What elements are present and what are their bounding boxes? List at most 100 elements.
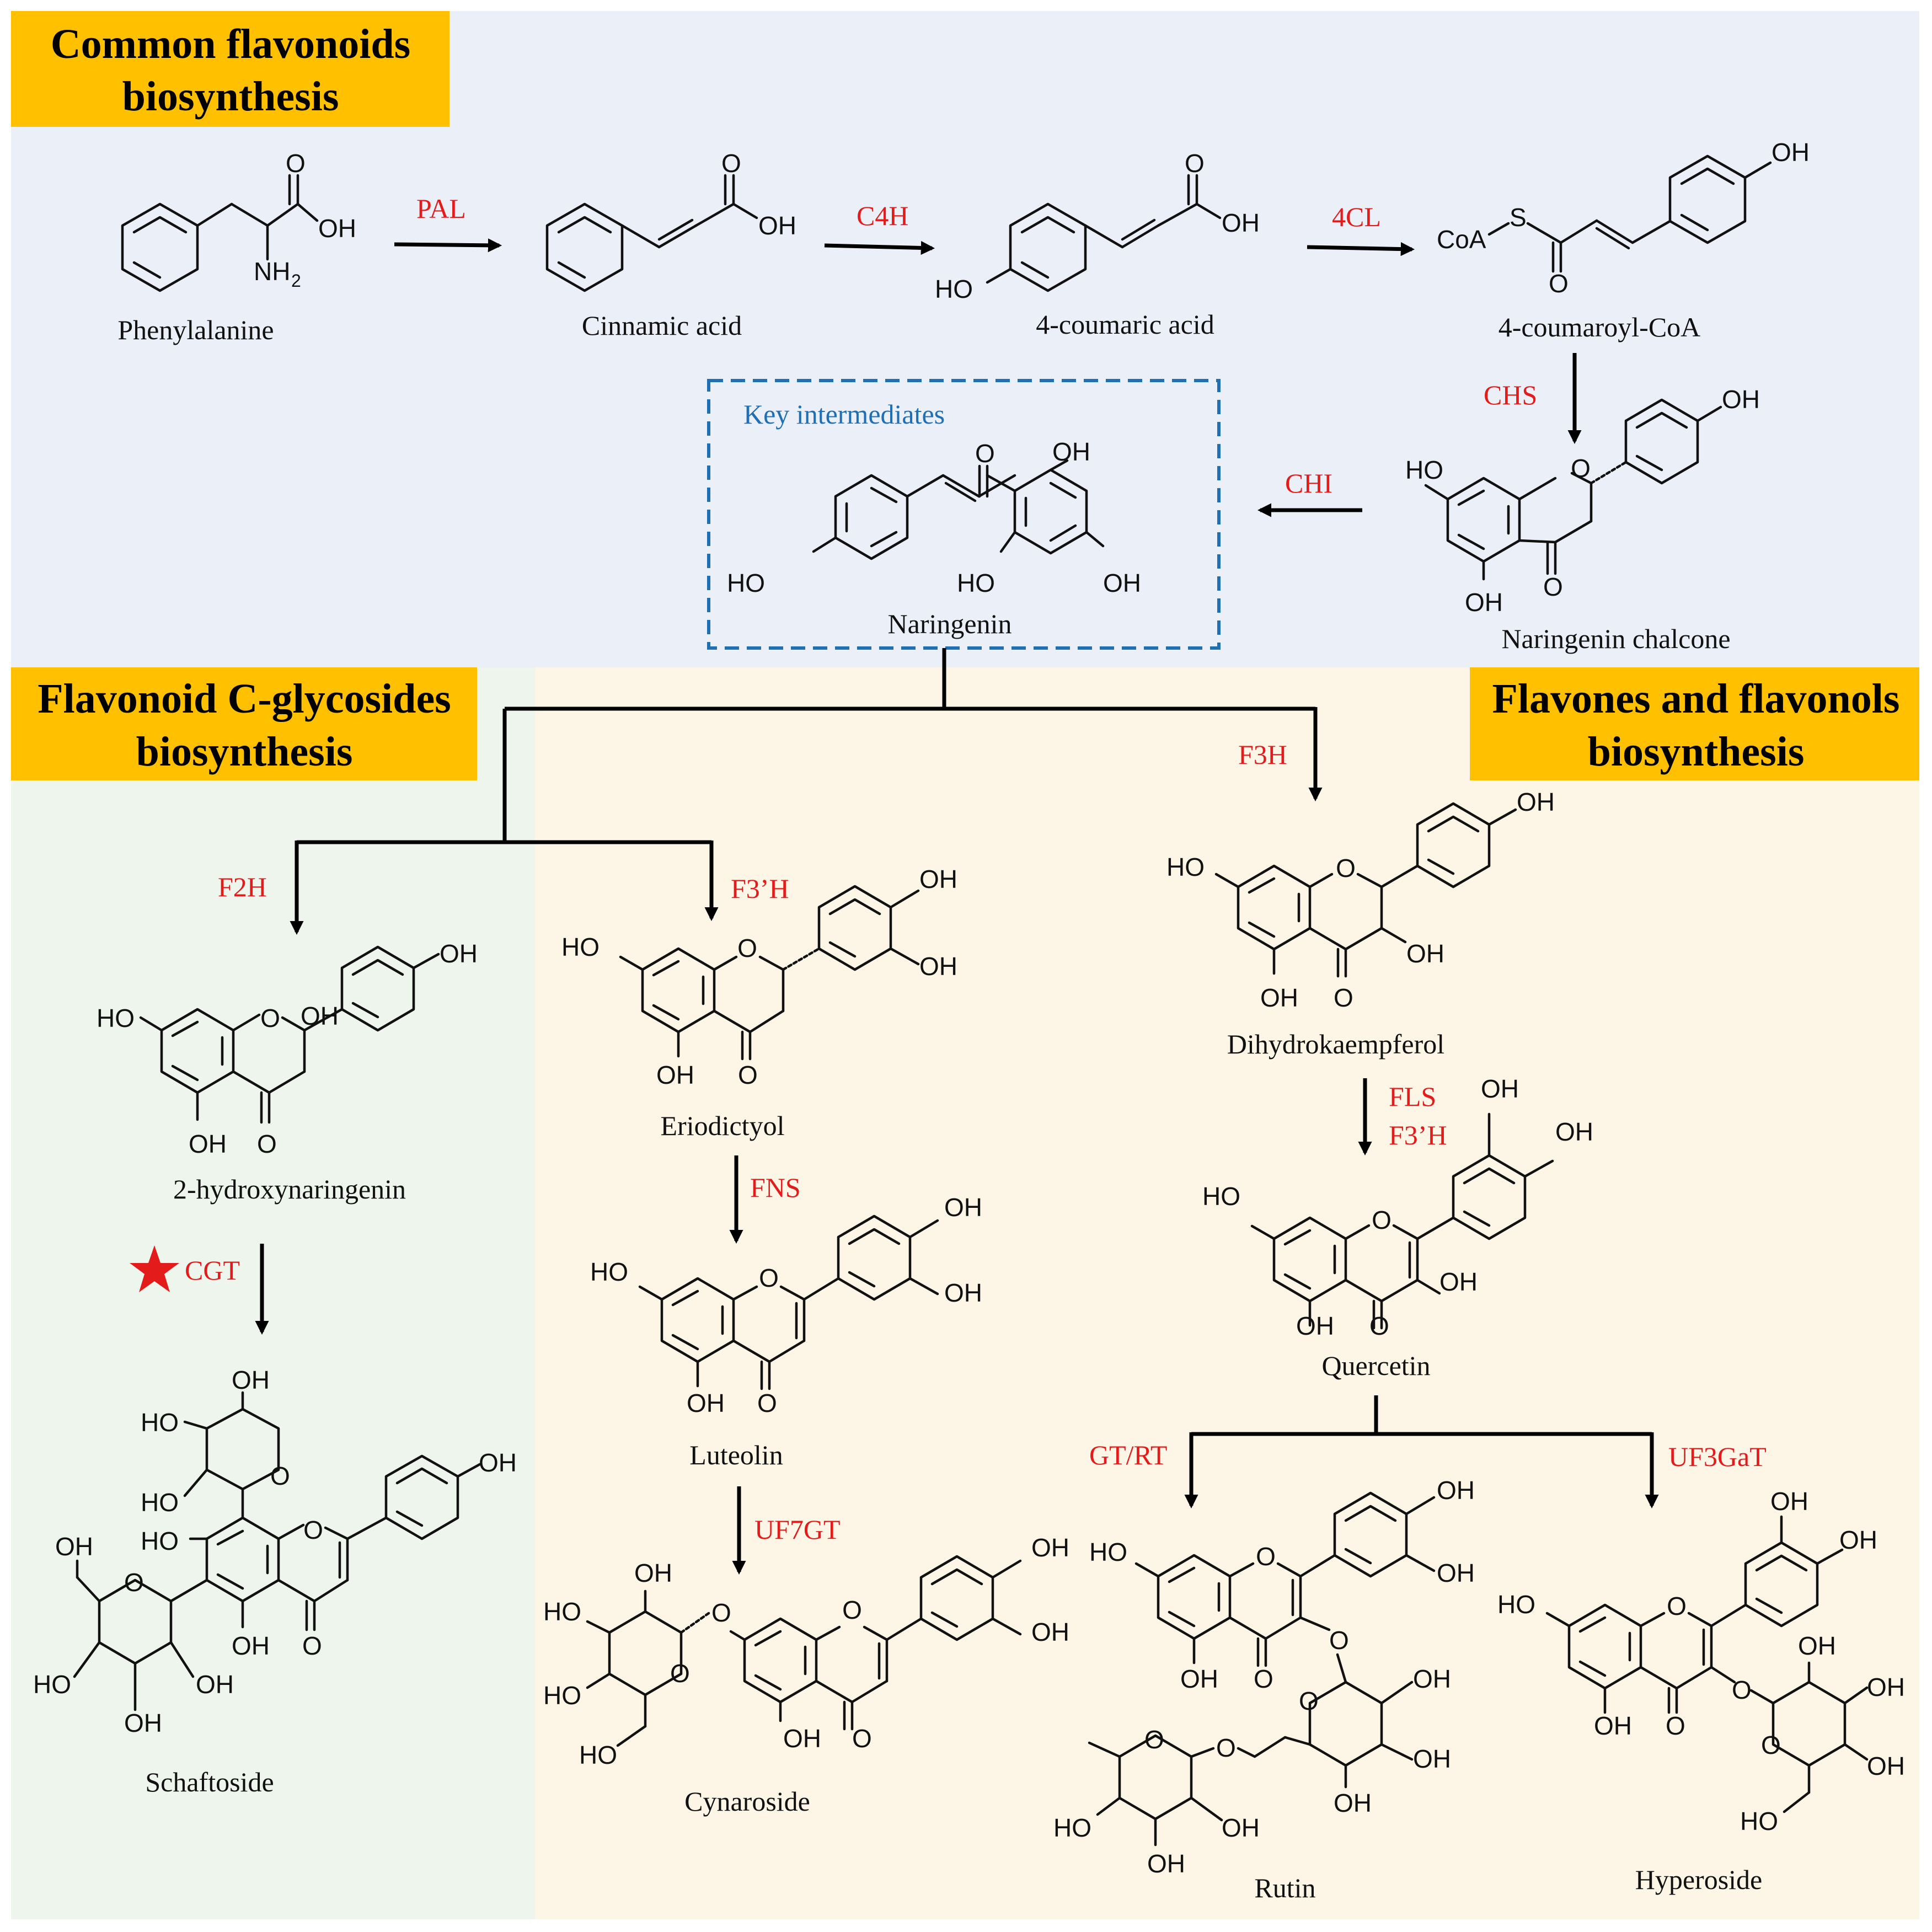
- compound-dihydrokaempferol: Dihydrokaempferol: [1227, 1029, 1444, 1059]
- atom-label: HO: [141, 1408, 179, 1437]
- flavones-flavonols-band: [535, 667, 1919, 1919]
- atom-label: OH: [1437, 1476, 1475, 1505]
- atom-label: O: [303, 1516, 323, 1544]
- c-glycosides-band: [11, 667, 535, 1919]
- compound-phenylalanine: Phenylalanine: [117, 314, 274, 345]
- compound-naringenin-chalcone: Naringenin chalcone: [1501, 623, 1730, 654]
- atom-label: HO: [141, 1527, 179, 1555]
- arrow-4cl: [1307, 242, 1415, 256]
- atom-label: OH: [1260, 983, 1298, 1012]
- atom-label: O: [1761, 1731, 1781, 1759]
- atom-label: CoA: [1437, 225, 1486, 254]
- atom-label: HO: [590, 1257, 628, 1286]
- atom-label: O: [1666, 1711, 1685, 1740]
- atom-label: HO: [561, 933, 600, 961]
- atom-label: HO: [1497, 1590, 1535, 1619]
- compound-luteolin: Luteolin: [689, 1439, 783, 1470]
- header-common: Common flavonoids biosynthesis: [11, 11, 449, 127]
- atom-label: O: [257, 1130, 277, 1158]
- red-star-icon: [130, 1245, 179, 1292]
- atom-label: O: [1334, 983, 1353, 1012]
- coumaroyl-coa-structure: CoA S O OH: [1437, 138, 1810, 298]
- atom-label: O: [737, 934, 757, 962]
- atom-label: HO: [1405, 456, 1443, 484]
- atom-label: HO: [543, 1597, 581, 1626]
- atom-label: OH: [196, 1670, 234, 1699]
- atom-label: OH: [687, 1389, 725, 1417]
- atom-label: OH: [301, 1002, 339, 1030]
- atom-label: O: [1372, 1206, 1392, 1234]
- atom-label: OH: [783, 1724, 821, 1753]
- atom-label: O: [1216, 1733, 1236, 1762]
- atom-label: OH: [1103, 569, 1141, 597]
- atom-label: HO: [1089, 1538, 1127, 1566]
- atom-label: OH: [656, 1061, 694, 1089]
- atom-label: O: [1667, 1592, 1687, 1620]
- enzyme-cgt: CGT: [185, 1255, 240, 1286]
- atom-label: OH: [919, 952, 957, 981]
- atom-label: O: [1144, 1725, 1164, 1754]
- compound-coumaroyl-coa: 4-coumaroyl-CoA: [1498, 312, 1701, 342]
- atom-label: OH: [1413, 1665, 1451, 1693]
- header-common-line1: Common flavonoids: [51, 21, 410, 67]
- enzyme-uf3gat: UF3GaT: [1668, 1441, 1767, 1472]
- arrow-pal: [394, 238, 502, 253]
- atom-label: HO: [579, 1741, 617, 1769]
- atom-label: HO: [543, 1681, 581, 1710]
- atom-label: OH: [758, 211, 796, 240]
- enzyme-f3h: F3H: [1238, 739, 1287, 770]
- header-c-glycosides: Flavonoid C-glycosides biosynthesis: [11, 667, 477, 780]
- hyperoside-structure: O OH OH O OH HO O O OH OH OH HO: [1497, 1487, 1905, 1835]
- atom-label: OH: [944, 1193, 982, 1222]
- compound-hyperoside: Hyperoside: [1635, 1864, 1763, 1895]
- atom-label: OH: [1839, 1526, 1877, 1554]
- enzyme-fls: FLS: [1389, 1081, 1436, 1112]
- atom-label: OH: [1413, 1744, 1451, 1773]
- atom-label: OH: [1465, 588, 1503, 617]
- atom-label: O: [286, 149, 306, 178]
- atom-label: OH: [232, 1631, 270, 1660]
- atom-label: O: [124, 1568, 144, 1597]
- atom-label: OH: [1031, 1618, 1069, 1646]
- rutin-structure: O OH OH O OH HO O O OH OH OH O: [1053, 1476, 1475, 1878]
- header-flav-line1: Flavones and flavonols: [1492, 676, 1899, 722]
- quercetin-structure: O OH OH OH O OH HO: [1202, 1074, 1593, 1340]
- atom-label: HO: [1053, 1813, 1091, 1842]
- atom-label: O: [302, 1631, 322, 1660]
- atom-label: OH: [1517, 788, 1555, 816]
- atom-label: O: [1299, 1687, 1319, 1715]
- dihydrokaempferol-structure: O OH OH O OH HO: [1166, 788, 1555, 1012]
- atom-label: O: [1329, 1626, 1349, 1655]
- compound-cinnamic-acid: Cinnamic acid: [582, 310, 742, 341]
- compound-eriodictyol: Eriodictyol: [661, 1110, 785, 1141]
- atom-label: O: [975, 439, 995, 468]
- atom-label: O: [670, 1659, 690, 1688]
- atom-label: O: [757, 1389, 777, 1417]
- atom-label: OH: [1052, 437, 1090, 466]
- schaftoside-structure: OH HO HO O HO O O OH OH: [33, 1366, 517, 1737]
- header-cgly-line2: biosynthesis: [136, 729, 353, 775]
- atom-label: OH: [1439, 1267, 1478, 1296]
- atom-label: OH: [124, 1709, 162, 1737]
- atom-label: O: [270, 1462, 290, 1490]
- enzyme-4cl: 4CL: [1332, 201, 1381, 232]
- atom-label: HO: [935, 275, 973, 303]
- compound-cynaroside: Cynaroside: [684, 1786, 810, 1817]
- enzyme-uf7gt: UF7GT: [754, 1514, 841, 1545]
- enzyme-f3ph: F3’H: [731, 873, 789, 904]
- header-flavones: Flavones and flavonols biosynthesis: [1470, 667, 1919, 780]
- header-flav-line2: biosynthesis: [1588, 729, 1805, 775]
- enzyme-fns: FNS: [750, 1172, 801, 1203]
- key-intermediates-label: Key intermediates: [743, 399, 945, 430]
- atom-label: OH: [1406, 939, 1444, 968]
- atom-label: OH: [1722, 385, 1760, 414]
- atom-label: OH: [1867, 1752, 1905, 1780]
- atom-label: O: [711, 1598, 731, 1627]
- atom-label: OH: [1437, 1559, 1475, 1587]
- atom-label: O: [1185, 149, 1205, 178]
- atom-label: OH: [1798, 1631, 1836, 1660]
- atom-label: O: [1543, 572, 1563, 601]
- enzyme-f2h: F2H: [218, 871, 267, 902]
- atom-label: OH: [1555, 1117, 1593, 1146]
